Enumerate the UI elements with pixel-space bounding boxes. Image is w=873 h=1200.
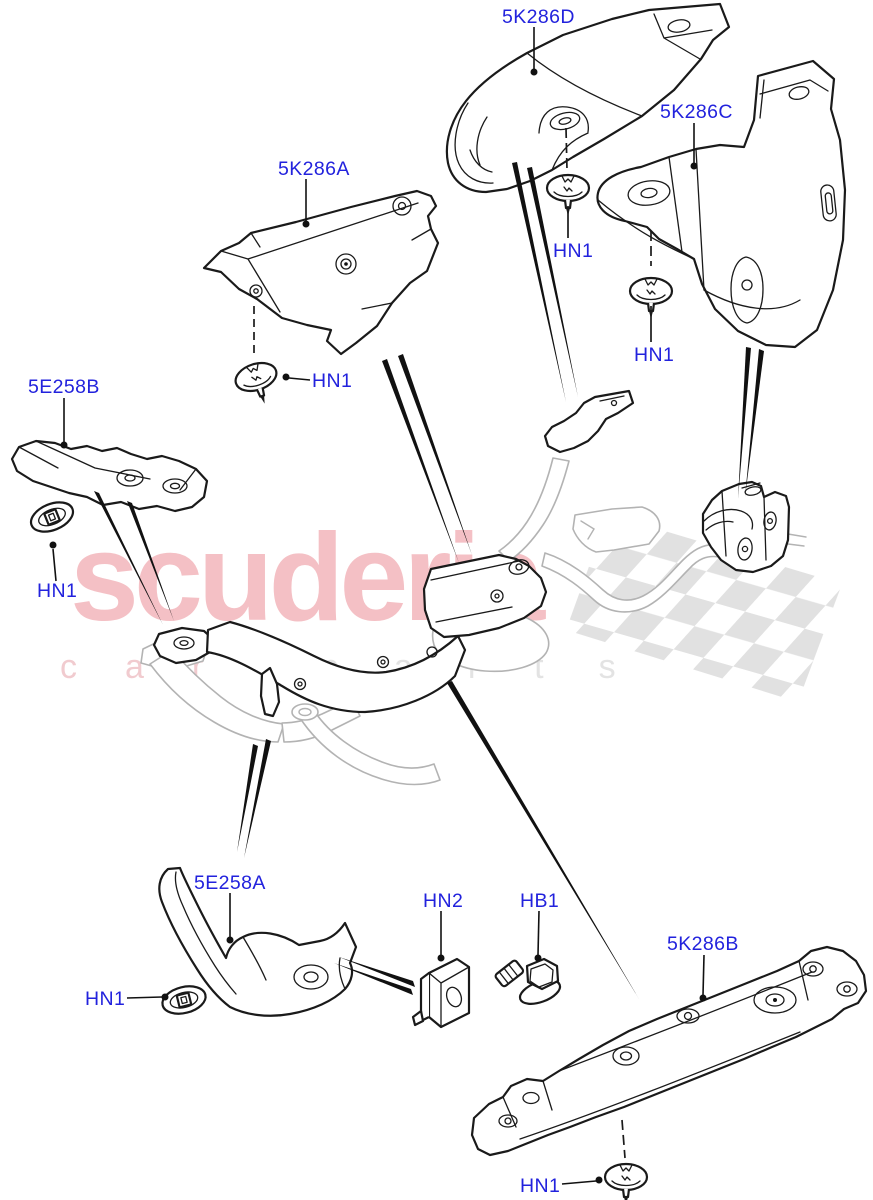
callout-hn1-top[interactable]: HN1	[553, 240, 593, 262]
callout-leaders	[49, 27, 707, 1185]
callout-hb1[interactable]: HB1	[520, 890, 559, 912]
part-5k286b-heat-shield	[470, 945, 868, 1157]
callout-hn1-bottom-left[interactable]: HN1	[85, 988, 125, 1010]
callout-5k286d[interactable]: 5K286D	[502, 6, 575, 28]
fastener-hn1-push-nut-4	[603, 1162, 649, 1200]
checkered-flag-graphic	[566, 514, 842, 702]
part-5k286c-heat-shield	[596, 59, 847, 349]
fastener-hn1-push-nut-3	[230, 357, 286, 412]
fastener-hn1-oval-clip-bottom-left	[158, 980, 210, 1020]
part-5k286d-heat-shield	[445, 2, 731, 194]
callout-5e258b[interactable]: 5E258B	[28, 376, 100, 398]
part-5e258b-heat-shield	[10, 439, 209, 513]
part-5e258a-heat-shield	[158, 866, 358, 1017]
callout-hn1-right[interactable]: HN1	[634, 344, 674, 366]
part-callouts: 5K286D 5K286C 5K286A 5E258B HN1 HN1 HN1 …	[28, 6, 739, 1197]
callout-hn2[interactable]: HN2	[423, 890, 463, 912]
callout-5k286a[interactable]: 5K286A	[278, 158, 350, 180]
callout-5e258a[interactable]: 5E258A	[194, 872, 266, 894]
leader-lines	[94, 162, 764, 999]
callout-hn1-left-upper[interactable]: HN1	[312, 370, 352, 392]
fastener-hn2-clip-nut	[411, 957, 471, 1029]
center-heat-shield-assembly	[152, 389, 791, 718]
callout-hn1-bottom[interactable]: HN1	[520, 1175, 560, 1197]
part-5k286a-heat-shield	[202, 189, 440, 356]
callout-5k286c[interactable]: 5K286C	[660, 101, 733, 123]
fastener-hb1-bolt	[494, 957, 562, 1005]
callout-5k286b[interactable]: 5K286B	[667, 933, 739, 955]
fastener-axis-lines	[253, 127, 652, 1159]
callout-hn1-left[interactable]: HN1	[37, 580, 77, 602]
